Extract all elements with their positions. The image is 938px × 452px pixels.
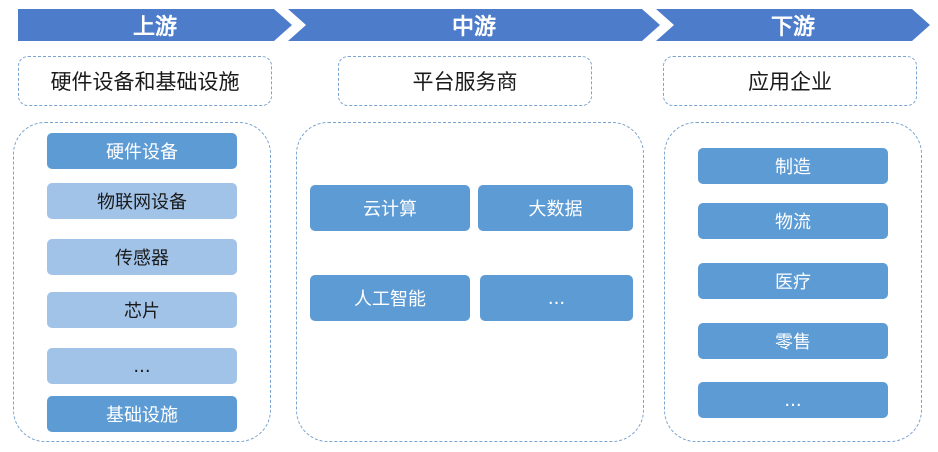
category-upstream-label: 硬件设备和基础设施 (50, 70, 240, 94)
stage-upstream-label: 上游 (132, 15, 177, 40)
downstream-item: 物流 (698, 203, 888, 239)
upstream-item: 硬件设备 (47, 133, 237, 169)
stage-midstream-arrow: 中游 (288, 9, 660, 41)
category-midstream: 平台服务商 (338, 56, 592, 106)
upstream-group (13, 122, 271, 442)
downstream-item: 医疗 (698, 263, 888, 299)
upstream-item: 物联网设备 (47, 183, 237, 219)
stage-downstream-label: 下游 (770, 15, 815, 40)
upstream-item: ... (47, 348, 237, 384)
stage-upstream-arrow: 上游 (18, 9, 292, 41)
stage-downstream-arrow: 下游 (656, 9, 930, 41)
midstream-item: 大数据 (478, 185, 633, 231)
upstream-item: 传感器 (47, 239, 237, 275)
downstream-item: 制造 (698, 148, 888, 184)
category-downstream-label: 应用企业 (748, 70, 832, 94)
downstream-item: 零售 (698, 323, 888, 359)
upstream-item: 芯片 (47, 292, 237, 328)
downstream-item: ... (698, 382, 888, 418)
stage-midstream-label: 中游 (451, 15, 496, 40)
upstream-item: 基础设施 (47, 396, 237, 432)
midstream-item: 云计算 (310, 185, 470, 231)
category-upstream: 硬件设备和基础设施 (18, 56, 272, 106)
midstream-item: ... (480, 275, 633, 321)
midstream-item: 人工智能 (310, 275, 470, 321)
category-midstream-label: 平台服务商 (412, 70, 518, 94)
category-downstream: 应用企业 (663, 56, 917, 106)
